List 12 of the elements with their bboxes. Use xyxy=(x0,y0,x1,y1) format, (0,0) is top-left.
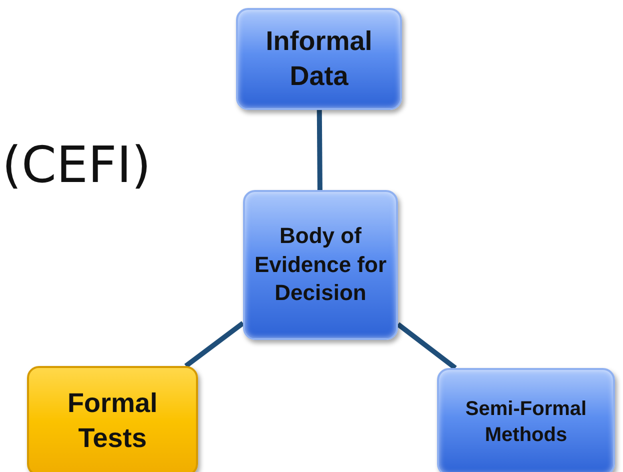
process-box xyxy=(236,8,402,110)
heading-text: (CEFI) xyxy=(2,136,152,194)
connector-line xyxy=(396,322,457,370)
process-box xyxy=(437,368,615,472)
connector-line xyxy=(184,321,244,368)
box-label: Informal Data xyxy=(264,24,374,93)
connector-line xyxy=(316,110,322,190)
process-box xyxy=(243,190,398,340)
process-box xyxy=(27,366,198,472)
box-label: Semi-Formal Methods xyxy=(464,397,588,448)
box-label: Body of Evidence for Decision xyxy=(253,222,388,308)
box-label: Formal Tests xyxy=(66,386,159,455)
